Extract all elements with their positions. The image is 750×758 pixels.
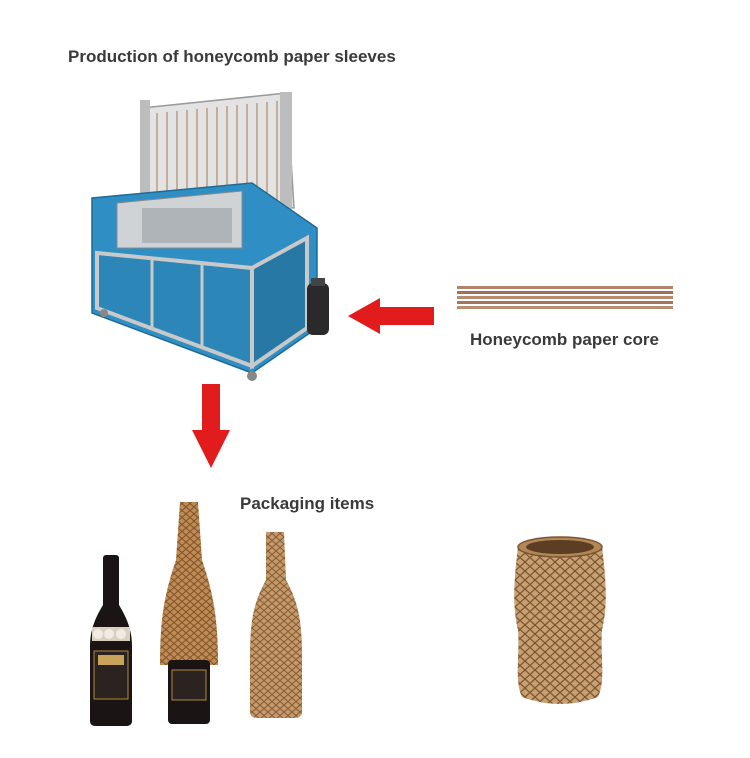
- sleeved-bottle-image: [160, 502, 218, 724]
- page-title: Production of honeycomb paper sleeves: [68, 47, 396, 66]
- wine-bottle-image: [90, 555, 132, 726]
- paper-core-image: [457, 286, 673, 309]
- arrow-down-icon: [192, 384, 230, 468]
- wrapped-bottle-image: [250, 532, 302, 718]
- machine-image: [91, 92, 329, 381]
- arrow-left-icon: [348, 298, 434, 334]
- paper-core-label: Honeycomb paper core: [470, 330, 659, 349]
- vase-sleeve-image: [514, 536, 606, 704]
- packaging-label: Packaging items: [240, 494, 375, 513]
